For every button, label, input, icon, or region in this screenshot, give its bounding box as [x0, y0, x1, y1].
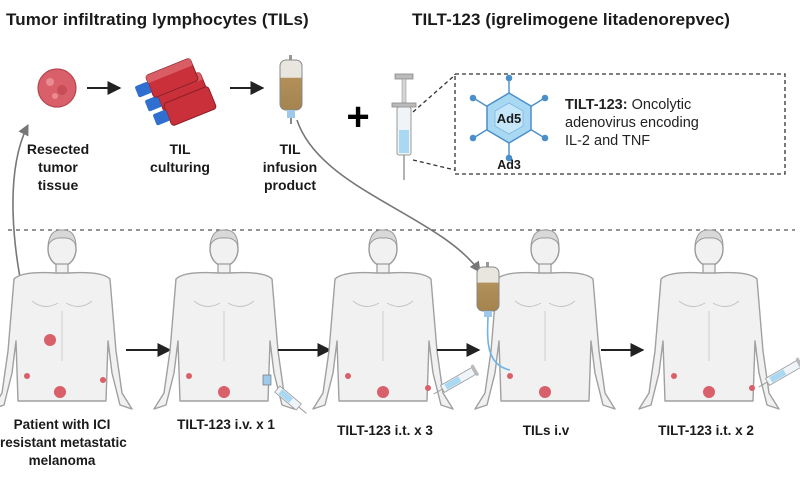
arrow-product-to-infusion: [296, 119, 481, 273]
culture-flasks-icon: [135, 57, 217, 126]
virus-description-name: TILT-123:: [565, 97, 628, 113]
virus-outer-label: Ad3: [497, 158, 521, 172]
patient-figure-3: [312, 229, 480, 410]
tilt123-section-title: TILT-123 (igrelimogene litadenorepvec): [412, 10, 731, 29]
plus-sign: +: [346, 95, 369, 139]
patient-figure-4: [474, 229, 616, 410]
step-label-infusion-product: TIL infusion product: [262, 141, 318, 193]
timeline-label-tils-iv: TILs i.v: [522, 423, 570, 438]
patient-figure-2: [153, 229, 307, 414]
timeline-label-iv-x1: TILT-123 i.v. x 1: [177, 417, 275, 432]
timeline-label-patient: Patient with ICI resistant metastatic me…: [0, 417, 127, 468]
til-section-title: Tumor infiltrating lymphocytes (TILs): [6, 10, 309, 29]
virus-description: TILT-123: Oncolytic adenovirus encoding …: [565, 97, 699, 149]
iv-syringe-icon: [262, 374, 307, 414]
it-syringe-icon: [758, 357, 800, 388]
timeline-label-it-x3: TILT-123 i.t. x 3: [337, 423, 433, 438]
infusion-bag-icon: [279, 55, 303, 124]
step-label-til-culturing: TIL culturing: [150, 141, 210, 175]
patient-figure-1: [0, 229, 133, 410]
timeline-label-it-x2: TILT-123 i.t. x 2: [658, 423, 754, 438]
til-infusion-bag-icon: [476, 262, 511, 371]
step-label-resected-tissue: Resected tumor tissue: [26, 141, 90, 193]
syringe-icon: [391, 73, 417, 180]
it-syringe-icon: [433, 364, 480, 395]
patient-figure-5: [638, 229, 800, 410]
virus-callout-box: [412, 73, 786, 175]
resected-tumor-icon: [37, 68, 77, 108]
virus-inner-label: Ad5: [497, 111, 522, 126]
adenovirus-icon: Ad5 Ad3: [469, 74, 549, 172]
